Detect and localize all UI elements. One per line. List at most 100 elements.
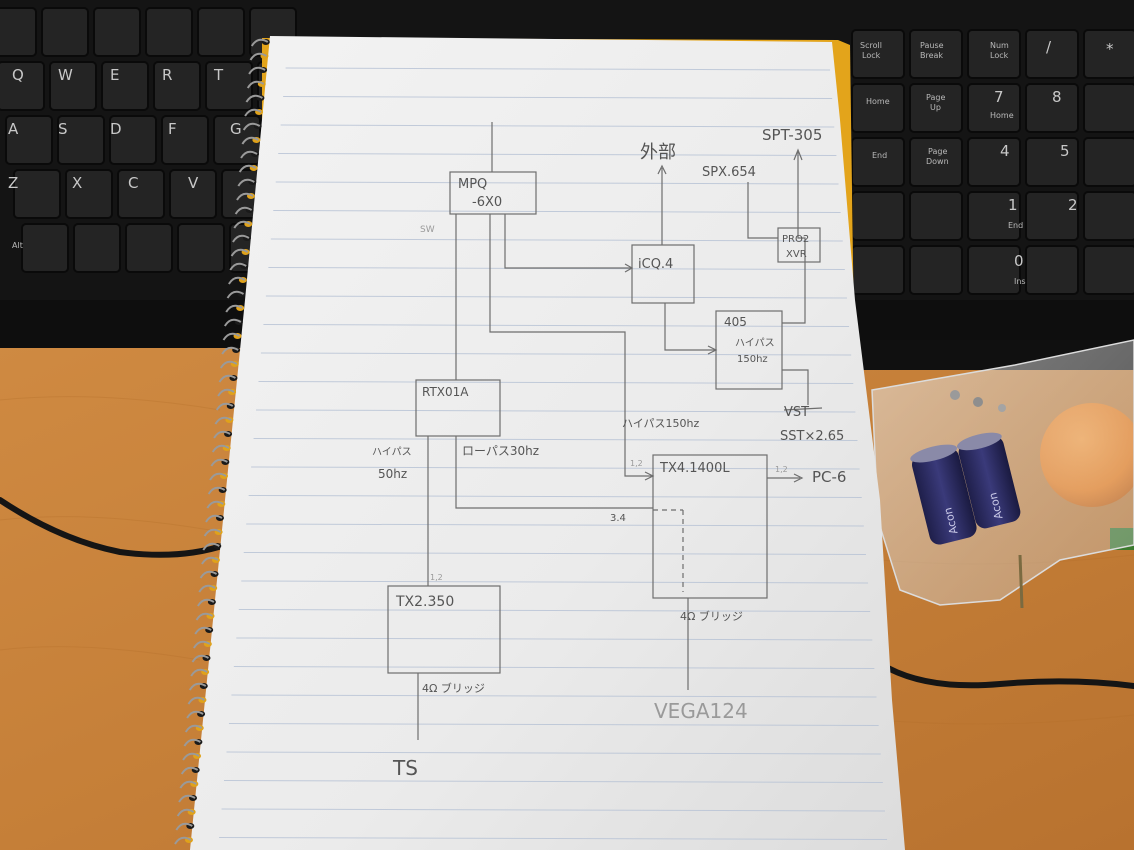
spiral-coil xyxy=(214,416,232,425)
label-vst: VST xyxy=(784,405,809,420)
keyboard-key xyxy=(851,29,905,79)
label-external: 外部 xyxy=(640,142,676,163)
keyboard-key xyxy=(93,7,141,57)
spiral-coil xyxy=(195,612,214,621)
block-rtx-label: RTX01A xyxy=(422,385,469,399)
key-numpad-4: 4 xyxy=(1000,142,1010,160)
keyboard-key xyxy=(1025,191,1079,241)
spiral-coil xyxy=(238,164,257,173)
keyboard-key xyxy=(0,61,45,111)
spiral-binding xyxy=(174,38,270,845)
key-d: D xyxy=(110,120,122,138)
keyboard-key xyxy=(101,61,149,111)
spiral-coil xyxy=(188,682,207,691)
key-g: G xyxy=(230,120,242,138)
keyboard-key xyxy=(205,61,253,111)
key-z: Z xyxy=(8,174,18,192)
key-v: V xyxy=(188,174,199,192)
keyboard-key xyxy=(1025,83,1079,133)
label-spt: SPT-305 xyxy=(762,126,822,144)
capacitor-2: Acon xyxy=(956,432,1021,529)
spiral-coil xyxy=(234,206,253,215)
block-pro-line2: XVR xyxy=(786,249,807,260)
keyboard-key xyxy=(1083,29,1134,79)
key-numpad-1: 1 xyxy=(1008,196,1018,214)
key-r: R xyxy=(162,66,172,84)
wire xyxy=(782,369,809,405)
ruled-line xyxy=(231,694,877,698)
key-pause-2: Break xyxy=(920,51,943,60)
key-numpad-star: * xyxy=(1106,40,1114,58)
spiral-coil xyxy=(203,528,222,537)
arrow-head xyxy=(793,473,804,483)
block-diagram xyxy=(387,122,823,740)
key-alt: Alt xyxy=(12,241,23,250)
keyboard-key xyxy=(967,137,1021,187)
key-q: Q xyxy=(12,66,24,84)
spiral-coil xyxy=(217,388,235,397)
spiral-coil xyxy=(210,458,228,467)
spiral-coil xyxy=(202,542,220,551)
block-tx4-box xyxy=(652,454,768,599)
block-rtx-box xyxy=(415,379,501,437)
label-hipass-150: ハイパス150hz xyxy=(622,417,700,430)
keyboard-key xyxy=(153,61,201,111)
ruled-line xyxy=(243,552,866,555)
ruled-line xyxy=(253,438,858,441)
label-bridge-left: 4Ω ブリッジ xyxy=(422,681,485,695)
spiral-coil xyxy=(198,584,216,593)
spiral-coil xyxy=(245,94,263,103)
spiral-coil xyxy=(233,220,251,229)
keyboard-key xyxy=(909,245,963,295)
keyboard-key xyxy=(851,245,905,295)
key-a: A xyxy=(8,120,19,138)
key-num-lock-1: Num xyxy=(990,41,1009,50)
spiral-coil xyxy=(215,402,234,411)
key-end: End xyxy=(872,151,887,160)
ruled-line xyxy=(275,181,839,185)
keyboard-key xyxy=(73,223,121,273)
wire xyxy=(455,436,653,509)
key-e: E xyxy=(110,66,119,84)
keyboard-labels: Q W E R T A S D F G Z X C V Alt Scroll L… xyxy=(8,38,1114,286)
label-spx: SPX.654 xyxy=(702,165,756,180)
spiral-coil xyxy=(201,556,219,565)
vst-strike xyxy=(783,407,823,411)
spiral-coil xyxy=(249,52,267,61)
key-scroll-lock-1: Scroll xyxy=(860,41,882,50)
spiral-coil xyxy=(174,836,192,845)
label-lowpass: ローパス30hz xyxy=(462,444,539,458)
spiral-coil xyxy=(209,472,227,481)
ruled-line xyxy=(236,637,873,641)
keyboard-key xyxy=(909,83,963,133)
key-num-lock-2: Lock xyxy=(990,51,1009,60)
block-mpq-line1: MPQ xyxy=(458,177,487,192)
spiral-coil xyxy=(175,822,193,831)
ruled-line xyxy=(256,409,856,413)
keyboard-key xyxy=(65,169,113,219)
block-a05-line1: 405 xyxy=(724,315,747,329)
keyboard-key xyxy=(909,29,963,79)
spiral-coil xyxy=(187,696,205,705)
capacitor-bag: Acon Acon xyxy=(871,339,1134,609)
spiral-coil xyxy=(240,150,258,159)
arrow-head xyxy=(624,263,634,273)
key-numpad-0: 0 xyxy=(1014,252,1024,270)
label-ts: TS xyxy=(392,756,418,780)
keyboard-key xyxy=(0,7,37,57)
key-pause-1: Pause xyxy=(920,41,944,50)
keyboard-key xyxy=(1025,29,1079,79)
spiral-coil xyxy=(178,794,196,803)
capacitor-lead xyxy=(1018,554,1024,609)
spiral-coil xyxy=(186,710,204,719)
keyboard-key xyxy=(851,83,905,133)
keyboard-key xyxy=(1083,245,1134,295)
keyboard-key xyxy=(145,7,193,57)
keyboard-key xyxy=(21,223,69,273)
ruled-line xyxy=(241,580,869,584)
spiral-coil xyxy=(250,38,269,47)
ruled-line xyxy=(233,666,875,669)
label-hipass-left: ハイパス xyxy=(372,446,412,458)
keyboard-key xyxy=(1083,191,1134,241)
